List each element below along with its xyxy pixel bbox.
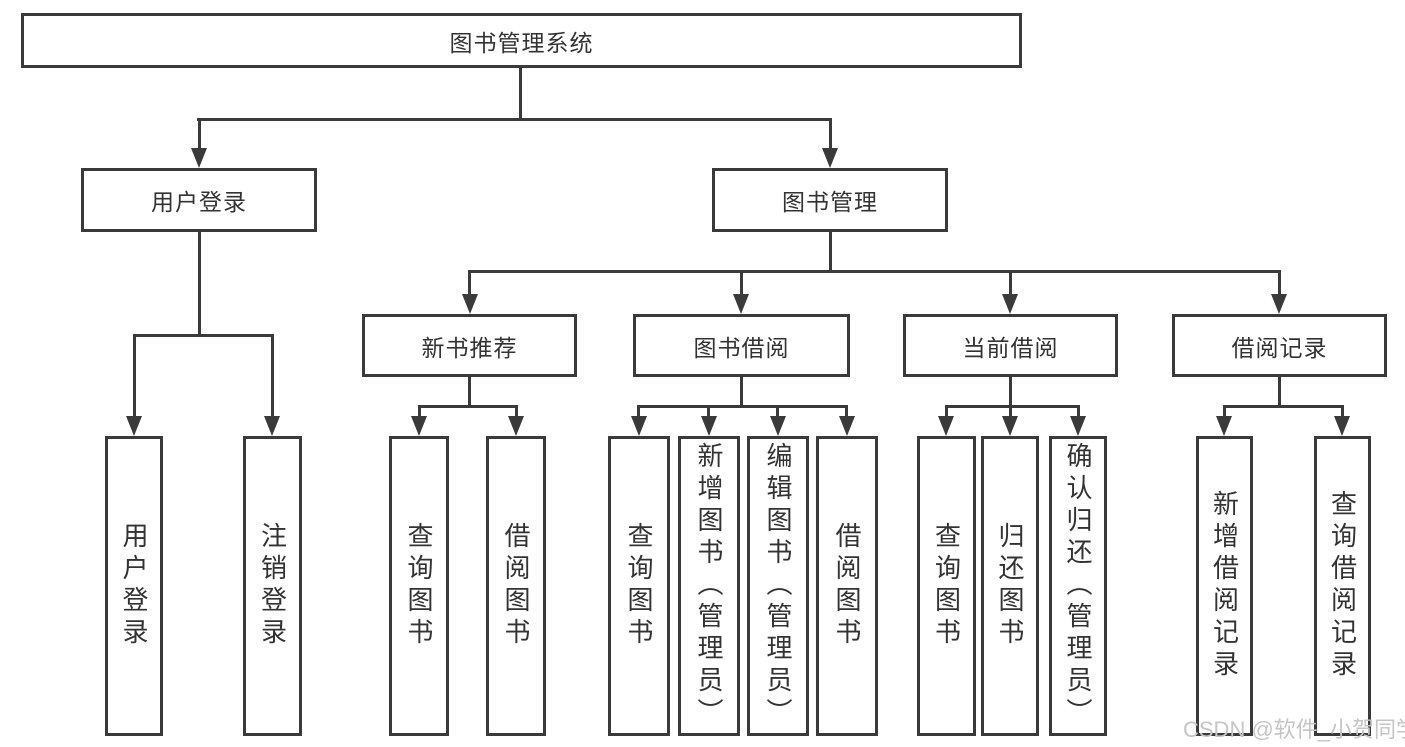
connector-groupB-drop-4 xyxy=(845,405,848,418)
connector-user-bus xyxy=(133,334,274,337)
connector-mgmt-drop-3 xyxy=(1009,270,1012,298)
arrowhead-groupB-4 xyxy=(839,416,855,436)
connector-mgmt-bus xyxy=(468,270,1281,273)
connector-groupA-bus xyxy=(418,405,518,408)
leaf-user-login: 用户登录 xyxy=(105,436,163,736)
connector-user-stem xyxy=(198,232,201,337)
arrowhead-to-book-borrow xyxy=(733,294,749,314)
arrowhead-to-login-leaf xyxy=(126,416,142,436)
connector-groupC-drop-3 xyxy=(1077,405,1080,418)
connector-groupC-drop-1 xyxy=(945,405,948,418)
connector-mgmt-drop-4 xyxy=(1278,270,1281,298)
arrowhead-to-logout-leaf xyxy=(264,416,280,436)
node-book-borrow: 图书借阅 xyxy=(633,314,850,377)
arrowhead-groupD-1 xyxy=(1216,416,1232,436)
arrowhead-groupB-3 xyxy=(770,416,786,436)
connector-groupA-drop-1 xyxy=(418,405,421,418)
arrowhead-groupC-3 xyxy=(1070,416,1086,436)
leaf-borrow-query-books: 查询图书 xyxy=(608,436,670,736)
arrowhead-groupB-1 xyxy=(631,416,647,436)
leaf-newbook-query-books: 查询图书 xyxy=(389,436,449,736)
leaf-borrow-borrow-books: 借阅图书 xyxy=(816,436,878,736)
arrowhead-to-current-borrow xyxy=(1002,294,1018,314)
connector-groupB-bus xyxy=(637,405,848,408)
connector-groupD-stem xyxy=(1278,377,1281,408)
arrowhead-groupA-2 xyxy=(508,416,524,436)
connector-root-drop-left xyxy=(198,118,201,152)
connector-groupD-bus xyxy=(1223,405,1343,408)
leaf-current-return-books: 归还图书 xyxy=(981,436,1039,736)
connector-groupA-drop-2 xyxy=(515,405,518,418)
node-root: 图书管理系统 xyxy=(21,13,1022,68)
arrowhead-groupA-1 xyxy=(411,416,427,436)
connector-user-drop-2 xyxy=(271,334,274,418)
connector-groupD-drop-2 xyxy=(1341,405,1344,418)
connector-mgmt-drop-2 xyxy=(740,270,743,298)
arrowhead-to-borrow-records xyxy=(1271,294,1287,314)
node-borrow-records: 借阅记录 xyxy=(1172,314,1387,377)
connector-groupB-drop-1 xyxy=(637,405,640,418)
leaf-records-add-record: 新增借阅记录 xyxy=(1196,436,1253,736)
connector-groupD-drop-1 xyxy=(1223,405,1226,418)
arrowhead-groupB-2 xyxy=(701,416,717,436)
leaf-records-query-record: 查询借阅记录 xyxy=(1314,436,1371,736)
connector-root-bus xyxy=(197,118,832,121)
csdn-watermark: CSDN @软件_小贺同学 xyxy=(1183,717,1405,742)
node-new-book-rec: 新书推荐 xyxy=(362,314,577,377)
node-current-borrow: 当前借阅 xyxy=(903,314,1118,377)
connector-groupA-stem xyxy=(468,377,471,408)
arrowhead-to-book-mgmt xyxy=(822,148,838,168)
leaf-current-query-books: 查询图书 xyxy=(917,436,976,736)
connector-mgmt-drop-1 xyxy=(468,270,471,298)
connector-groupB-stem xyxy=(740,377,743,408)
connector-groupB-drop-2 xyxy=(707,405,710,418)
connector-user-drop-1 xyxy=(133,334,136,418)
arrowhead-groupC-2 xyxy=(1002,416,1018,436)
connector-root-drop-right xyxy=(829,118,832,152)
node-user-login: 用户登录 xyxy=(81,168,317,232)
connector-groupC-stem xyxy=(1009,377,1012,408)
connector-mgmt-stem xyxy=(829,232,832,273)
connector-groupC-drop-2 xyxy=(1009,405,1012,418)
arrowhead-to-user-login xyxy=(191,148,207,168)
connector-groupB-drop-3 xyxy=(776,405,779,418)
arrowhead-to-new-book xyxy=(462,294,478,314)
arrowhead-groupC-1 xyxy=(938,416,954,436)
leaf-borrow-edit-books-admin: 编辑图书（管理员） xyxy=(747,436,809,736)
leaf-logout: 注销登录 xyxy=(243,436,302,736)
leaf-newbook-borrow-books: 借阅图书 xyxy=(486,436,546,736)
connector-root-stem xyxy=(519,68,522,121)
leaf-borrow-add-books-admin: 新增图书（管理员） xyxy=(678,436,740,736)
connector-groupC-bus xyxy=(945,405,1079,408)
node-book-mgmt: 图书管理 xyxy=(712,168,948,232)
arrowhead-groupD-2 xyxy=(1334,416,1350,436)
leaf-current-confirm-return-admin: 确认归还（管理员） xyxy=(1049,436,1107,736)
